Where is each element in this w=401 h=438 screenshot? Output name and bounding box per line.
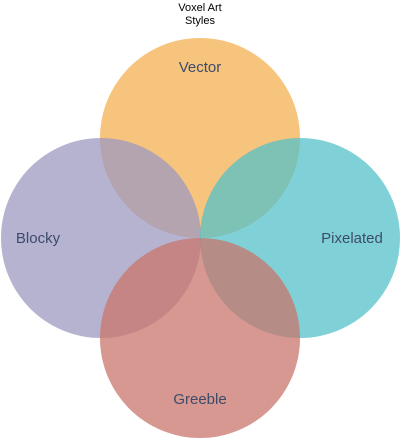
label-blocky: Blocky [16,230,61,247]
label-pixelated: Pixelated [321,230,383,247]
label-vector: Vector [179,59,222,76]
circle-greeble [100,238,300,438]
label-greeble: Greeble [173,391,226,408]
diagram-title-line-2: Styles [185,15,215,27]
diagram-title-line-1: Voxel Art [178,2,221,14]
